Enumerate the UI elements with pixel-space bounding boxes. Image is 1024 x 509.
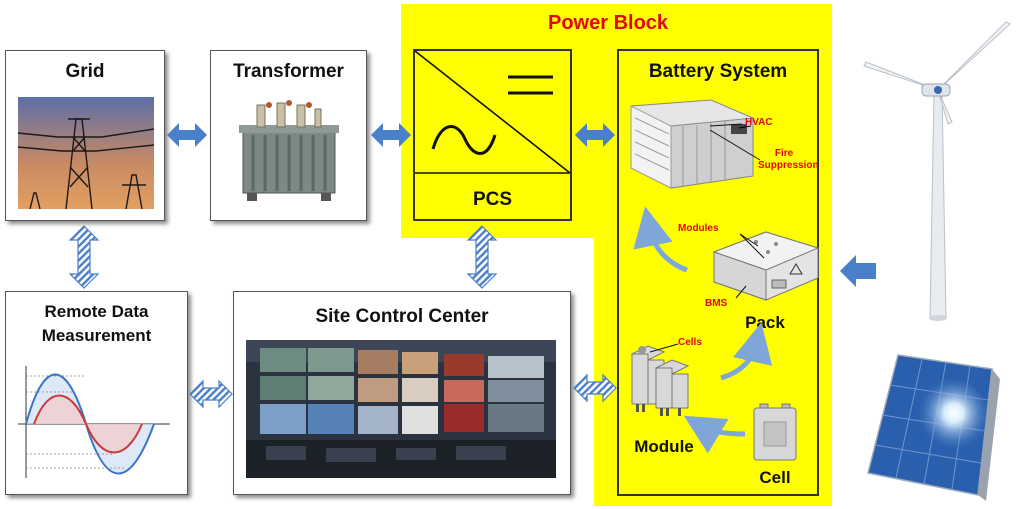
- ac-dc-symbol-icon: [414, 50, 571, 174]
- remote-data-measurement-box[interactable]: Remote Data Measurement: [5, 291, 188, 495]
- transformer-box[interactable]: Transformer: [210, 50, 367, 221]
- remote-data-title-line1: Remote Data: [44, 302, 149, 321]
- pcs-box[interactable]: PCS: [413, 49, 572, 221]
- battery-callout-lines: [709, 123, 761, 161]
- arrow-icon-renewables: [840, 255, 876, 287]
- cells-label: Cells: [678, 337, 702, 348]
- hatched-double-arrow-icon-pcs-site: [466, 225, 498, 289]
- cell-title: Cell: [759, 468, 791, 487]
- curved-arrow-icons: [633, 206, 773, 454]
- battery-cell-image: [753, 403, 797, 461]
- double-arrow-icon-grid-transformer: [167, 123, 207, 147]
- module-title: Module: [634, 437, 694, 456]
- site-control-title: Site Control Center: [315, 306, 489, 327]
- double-arrow-icon-pcs-battery: [575, 123, 615, 147]
- hvac-label: HVAC: [745, 117, 773, 128]
- solar-panel-icon: [867, 354, 1000, 501]
- module-callout-line: [649, 343, 679, 353]
- transformer-image: [239, 100, 339, 201]
- pack-callout-lines: [735, 233, 765, 299]
- battery-container-image: [630, 99, 754, 189]
- battery-module-image: [630, 345, 690, 416]
- grid-title: Grid: [65, 61, 105, 82]
- site-control-center-box[interactable]: Site Control Center: [233, 291, 571, 495]
- control-room-image: [246, 340, 556, 478]
- bms-label: BMS: [705, 298, 728, 309]
- modules-label: Modules: [678, 223, 719, 234]
- battery-pack-image: [712, 231, 820, 301]
- waveform-chart-image: [18, 366, 170, 478]
- hatched-double-arrow-icon-remote-site: [189, 379, 233, 409]
- grid-box[interactable]: Grid: [5, 50, 165, 221]
- remote-data-title-line2: Measurement: [41, 326, 152, 345]
- wind-turbine-icon: [863, 21, 1011, 321]
- battery-system-title: Battery System: [648, 61, 788, 82]
- power-block-title: Power Block: [548, 12, 669, 34]
- fire-suppression-label: Fire Suppression: [758, 148, 819, 171]
- hatched-double-arrow-icon-site-module: [573, 373, 617, 403]
- transformer-title: Transformer: [233, 61, 344, 82]
- double-arrow-icon-transformer-pcs: [371, 123, 411, 147]
- grid-pylon-image: [17, 97, 155, 210]
- pcs-title: PCS: [472, 189, 513, 210]
- power-block-background: [401, 4, 832, 238]
- hatched-double-arrow-icon-grid-remote: [68, 225, 100, 289]
